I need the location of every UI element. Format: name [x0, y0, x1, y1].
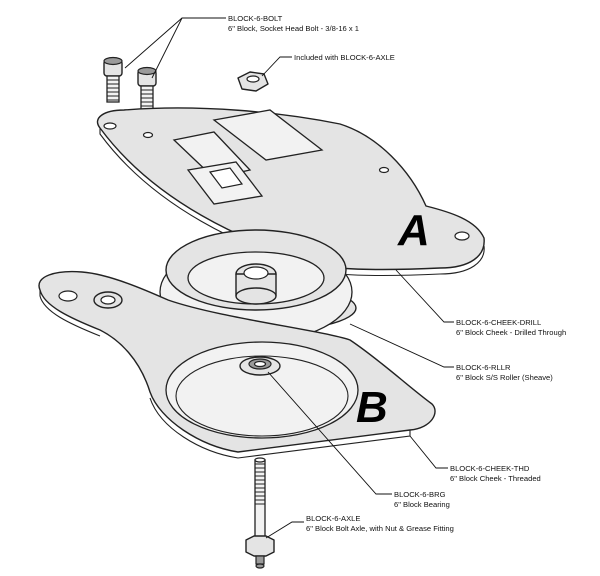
label-nut-desc: Included with BLOCK-6-AXLE [294, 53, 395, 62]
label-roller-part: BLOCK-6-RLLR [456, 363, 511, 372]
label-bearing-part: BLOCK-6-BRG [394, 490, 446, 499]
label-cheek-thd-desc: 6" Block Cheek - Threaded [450, 474, 541, 483]
label-bolt-desc: 6" Block, Socket Head Bolt - 3/8-16 x 1 [228, 24, 359, 33]
callout-a: A [397, 206, 430, 255]
label-axle: BLOCK-6-AXLE 6" Block Bolt Axle, with Nu… [306, 514, 454, 533]
label-bearing: BLOCK-6-BRG 6" Block Bearing [394, 490, 450, 509]
label-bearing-desc: 6" Block Bearing [394, 500, 450, 509]
label-cheek-thd-part: BLOCK-6-CHEEK-THD [450, 464, 530, 473]
cheek-plate-drilled [96, 107, 485, 277]
axle-bolt [245, 457, 275, 569]
label-nut: Included with BLOCK-6-AXLE [294, 53, 395, 62]
label-cheek-drill: BLOCK-6-CHEEK-DRILL 6" Block Cheek - Dri… [456, 318, 566, 337]
label-axle-part: BLOCK-6-AXLE [306, 514, 360, 523]
label-axle-desc: 6" Block Bolt Axle, with Nut & Grease Fi… [306, 524, 454, 533]
leader-lines [124, 17, 454, 539]
axle-nut [237, 71, 269, 92]
label-cheek-drill-part: BLOCK-6-CHEEK-DRILL [456, 318, 541, 327]
label-cheek-thd: BLOCK-6-CHEEK-THD 6" Block Cheek - Threa… [450, 464, 541, 483]
label-bolt: BLOCK-6-BOLT 6" Block, Socket Head Bolt … [228, 14, 359, 33]
cheek-plate-threaded [38, 270, 436, 459]
callout-b: B [356, 383, 388, 432]
bearing-lower [239, 356, 281, 376]
label-cheek-drill-desc: 6" Block Cheek - Drilled Through [456, 328, 566, 337]
label-bolt-part: BLOCK-6-BOLT [228, 14, 283, 23]
label-roller: BLOCK-6-RLLR 6" Block S/S Roller (Sheave… [456, 363, 553, 382]
socket-head-bolt-left [103, 56, 123, 103]
label-roller-desc: 6" Block S/S Roller (Sheave) [456, 373, 553, 382]
socket-head-bolt-right [137, 66, 157, 113]
